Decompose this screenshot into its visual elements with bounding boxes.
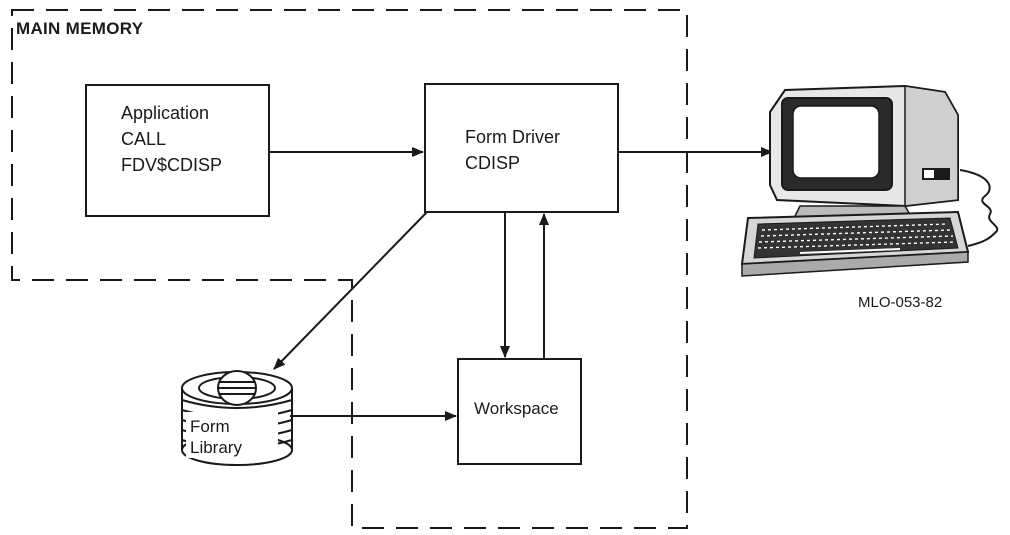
arrow-form-driver-to-library: [273, 211, 428, 370]
form-library-line-1: Form: [190, 417, 230, 436]
main-memory-title: MAIN MEMORY: [16, 19, 144, 38]
application-line-3: FDV$CDISP: [121, 155, 223, 175]
workspace-label: Workspace: [474, 399, 559, 418]
application-line-2: CALL: [121, 129, 167, 149]
form-library-label: Form Library: [190, 416, 242, 458]
application-line-1: Application: [121, 103, 210, 123]
application-label: Application CALL FDV$CDISP: [121, 100, 222, 178]
figure-code: MLO-053-82: [858, 294, 943, 311]
main-memory-boundary: [11, 9, 688, 529]
form-driver-label: Form Driver CDISP: [465, 124, 560, 176]
form-library-line-2: Library: [190, 438, 242, 457]
application-box: [85, 84, 270, 217]
terminal-icon: [740, 84, 999, 277]
workspace-box: [457, 358, 582, 465]
form-driver-line-2: CDISP: [465, 153, 521, 173]
form-driver-box: [424, 83, 619, 213]
form-driver-line-1: Form Driver: [465, 127, 560, 147]
